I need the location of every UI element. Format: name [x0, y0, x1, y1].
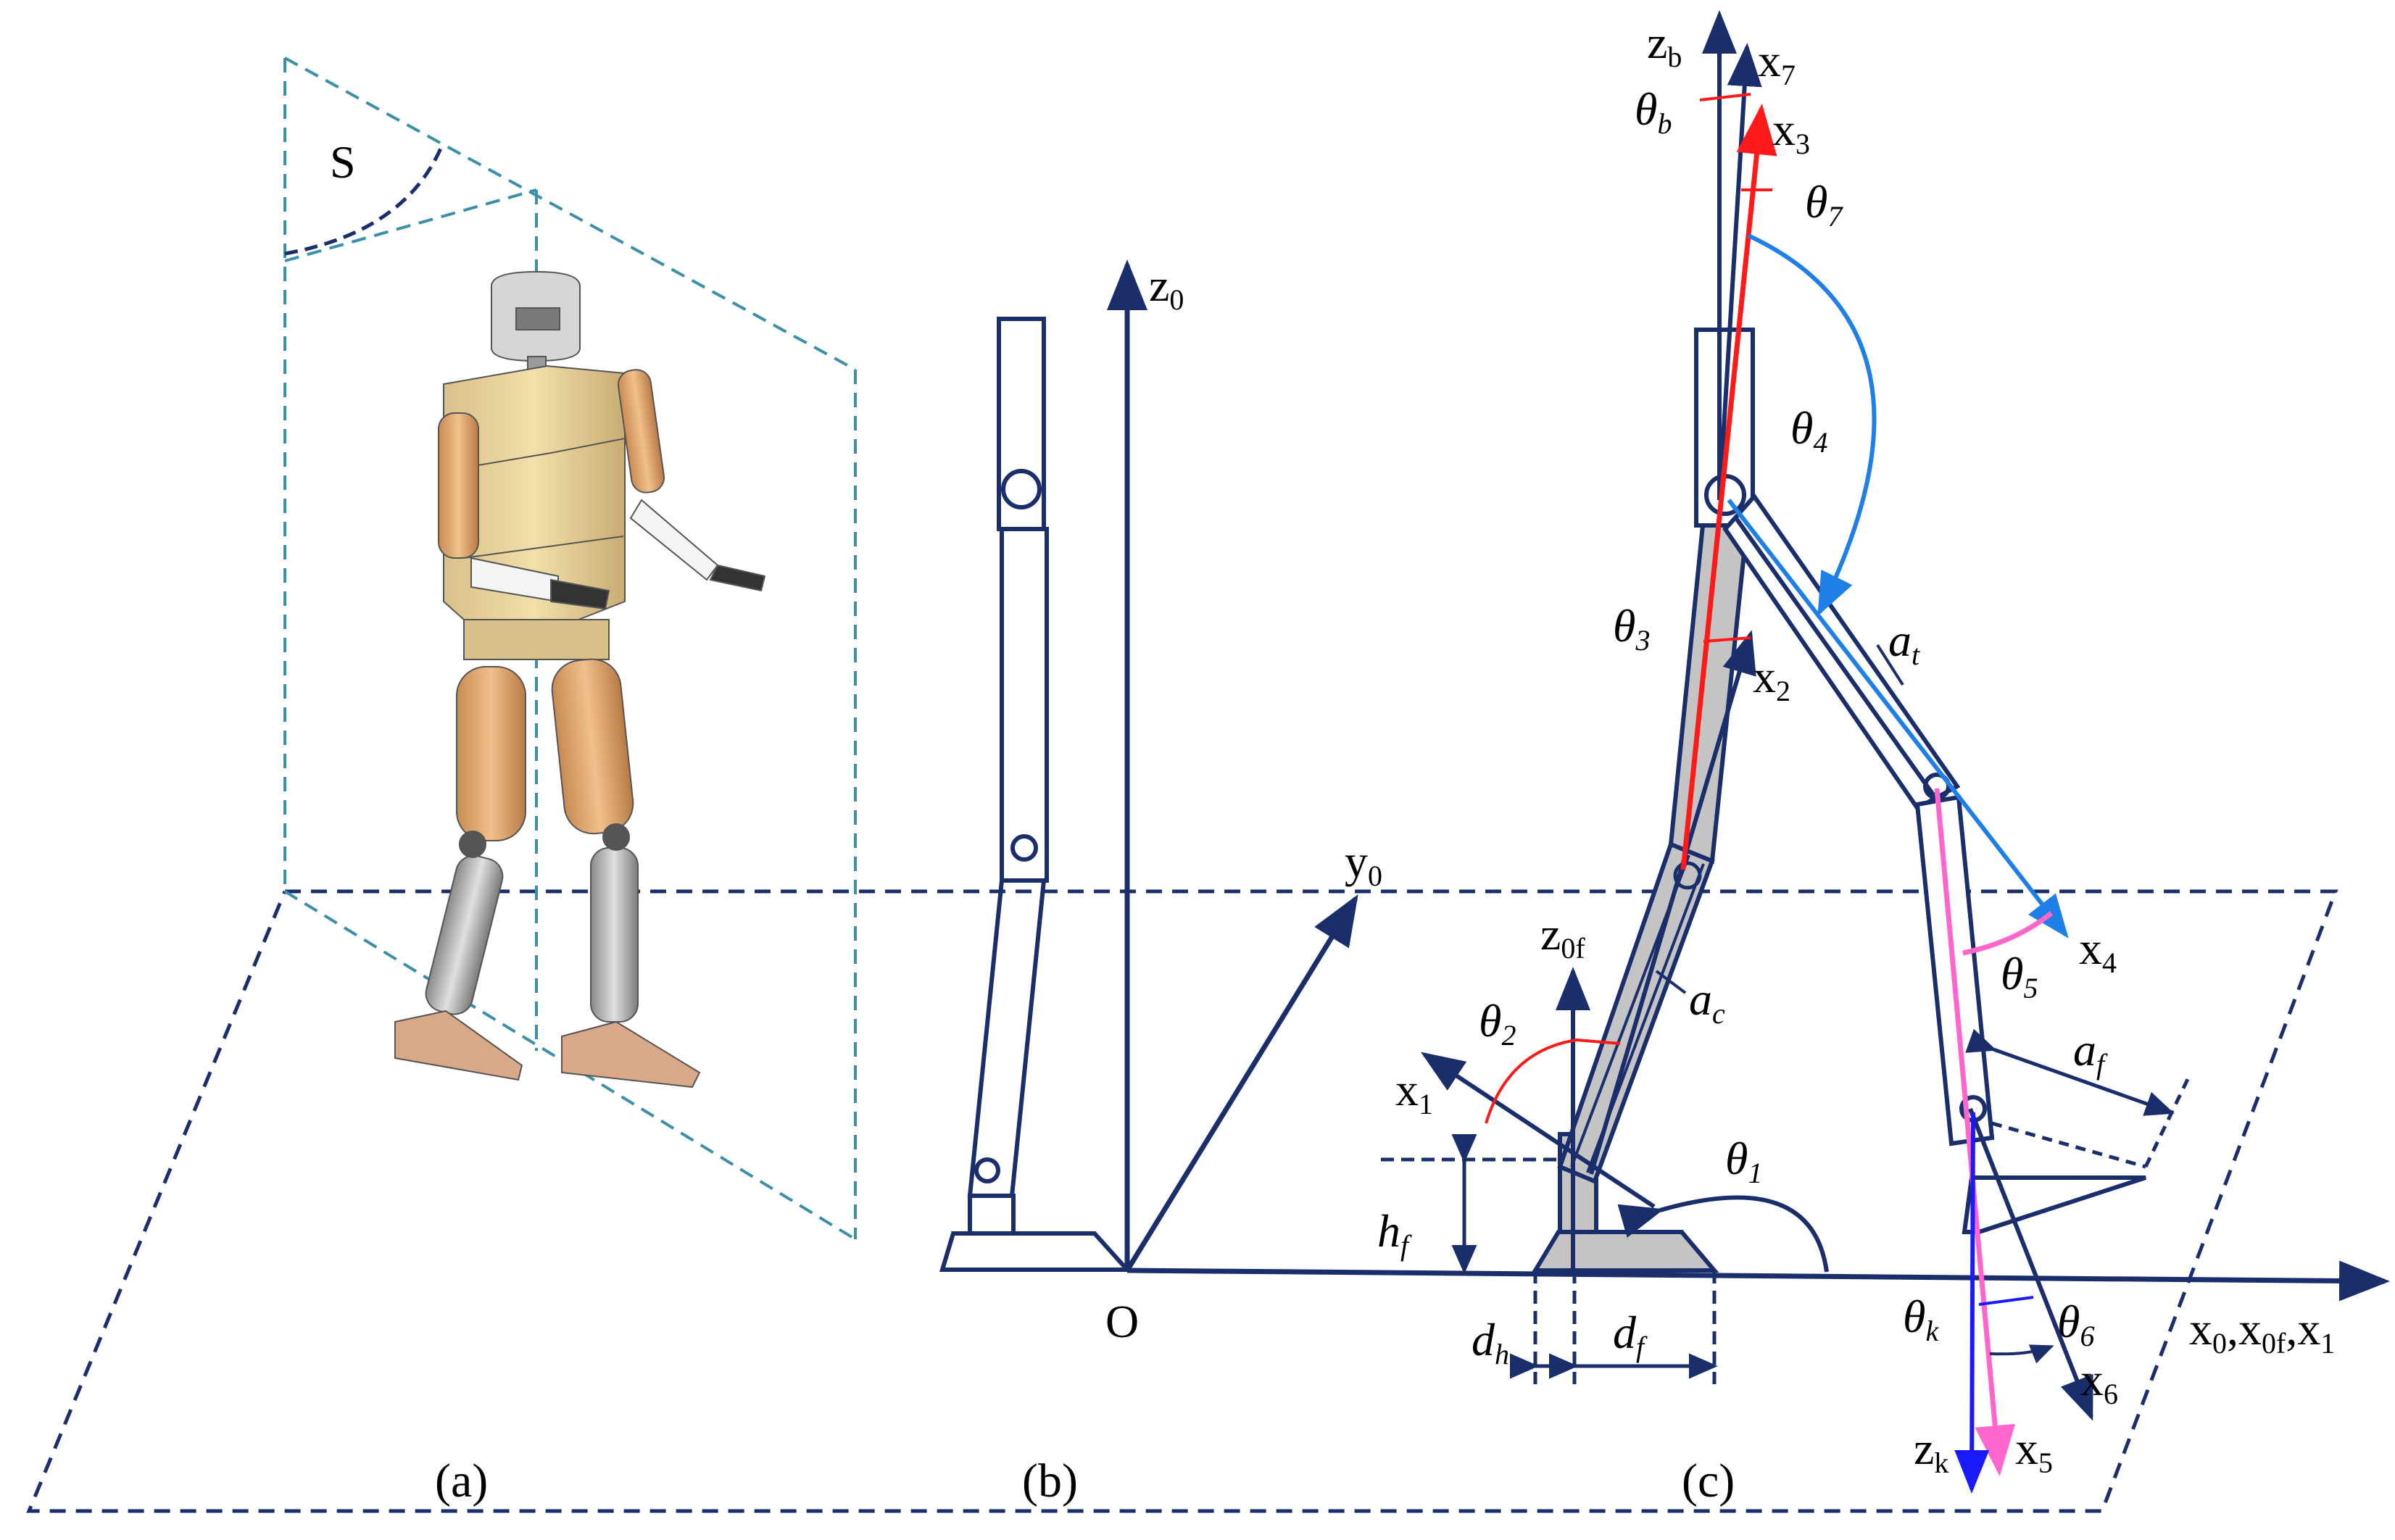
origin-label: O [1105, 1296, 1139, 1347]
humanoid-robot [394, 270, 766, 1089]
label-theta-2: θ2 [1479, 995, 1516, 1052]
stance-foot [1531, 1230, 1719, 1273]
axis-zk [1954, 1112, 1990, 1494]
panel-a: S [283, 57, 857, 1507]
panel-c: x0,x0f,x1 [1126, 10, 2390, 1507]
axis-zb-label: zb [1647, 17, 1682, 73]
caption-a: (a) [435, 1454, 488, 1507]
arc-theta-k [1978, 1296, 2034, 1306]
ground-plane [26, 889, 2338, 1513]
arc-theta-1 [1617, 1195, 1829, 1273]
label-theta-1: θ1 [1725, 1133, 1762, 1189]
axis-x6-label: x6 [2080, 1354, 2118, 1410]
label-theta-b: θb [1635, 83, 1672, 140]
axis-y0-label: y0 [1345, 836, 1382, 892]
label-a-f: af [2073, 1024, 2108, 1081]
label-theta-7: θ7 [1805, 176, 1843, 233]
axis-x6 [1968, 1107, 2093, 1421]
axis-x4-label: x4 [2079, 923, 2117, 979]
axis-z0-label: z0 [1149, 259, 1184, 316]
caption-c: (c) [1682, 1454, 1735, 1507]
axis-x2 [1589, 630, 1756, 1175]
dim-a-f [1965, 1028, 2175, 1116]
label-d-f: df [1613, 1307, 1648, 1363]
axis-x0-label: x0,x0f,x1 [2189, 1303, 2335, 1360]
axis-zk-label: zk [1914, 1423, 1948, 1479]
swing-leg [1722, 493, 2191, 1234]
label-a-c: ac [1689, 973, 1725, 1030]
axis-x5-label: x5 [2015, 1423, 2053, 1479]
plane-angle-arc [284, 144, 444, 256]
arc-theta-2 [1485, 1038, 1621, 1124]
arc-theta-b [1699, 93, 1751, 101]
swing-thigh [1722, 493, 1961, 811]
plane-label-s: S [330, 136, 356, 188]
label-theta-5: θ5 [2001, 948, 2038, 1004]
axis-x4 [1727, 499, 2069, 938]
label-theta-3: θ3 [1613, 600, 1650, 657]
axis-y0 [1125, 894, 1358, 1272]
label-theta-4: θ4 [1790, 402, 1827, 459]
panel-b: z0 y0 O (b) [939, 259, 1382, 1507]
label-theta-6: θ6 [2057, 1296, 2094, 1352]
label-theta-k: θk [1903, 1291, 1939, 1347]
axis-x7-label: x7 [1758, 35, 1796, 91]
leg-outline-b [939, 317, 1132, 1272]
arc-theta-5 [1962, 911, 2054, 956]
axis-x2-label: x2 [1753, 651, 1790, 707]
label-a-t: at [1888, 615, 1920, 671]
axis-x1 [1420, 1052, 1656, 1209]
axis-x1-label: x1 [1395, 1064, 1433, 1120]
label-d-h: dh [1472, 1314, 1509, 1370]
swing-foot [1962, 1175, 2146, 1234]
label-h-f: hf [1377, 1205, 1412, 1262]
arc-theta-4 [1747, 233, 1877, 617]
arc-theta-3 [1703, 636, 1751, 643]
robot-right-foot [394, 1010, 523, 1081]
axis-x5 [1934, 788, 2016, 1476]
arc-theta-6 [1989, 1344, 2054, 1364]
axis-x0 [1126, 1260, 2390, 1302]
caption-b: (b) [1022, 1454, 1078, 1507]
axis-x3-label: x3 [1772, 104, 1810, 160]
axis-z0f-label: z0f [1540, 908, 1585, 965]
robot-left-foot [561, 1020, 701, 1089]
